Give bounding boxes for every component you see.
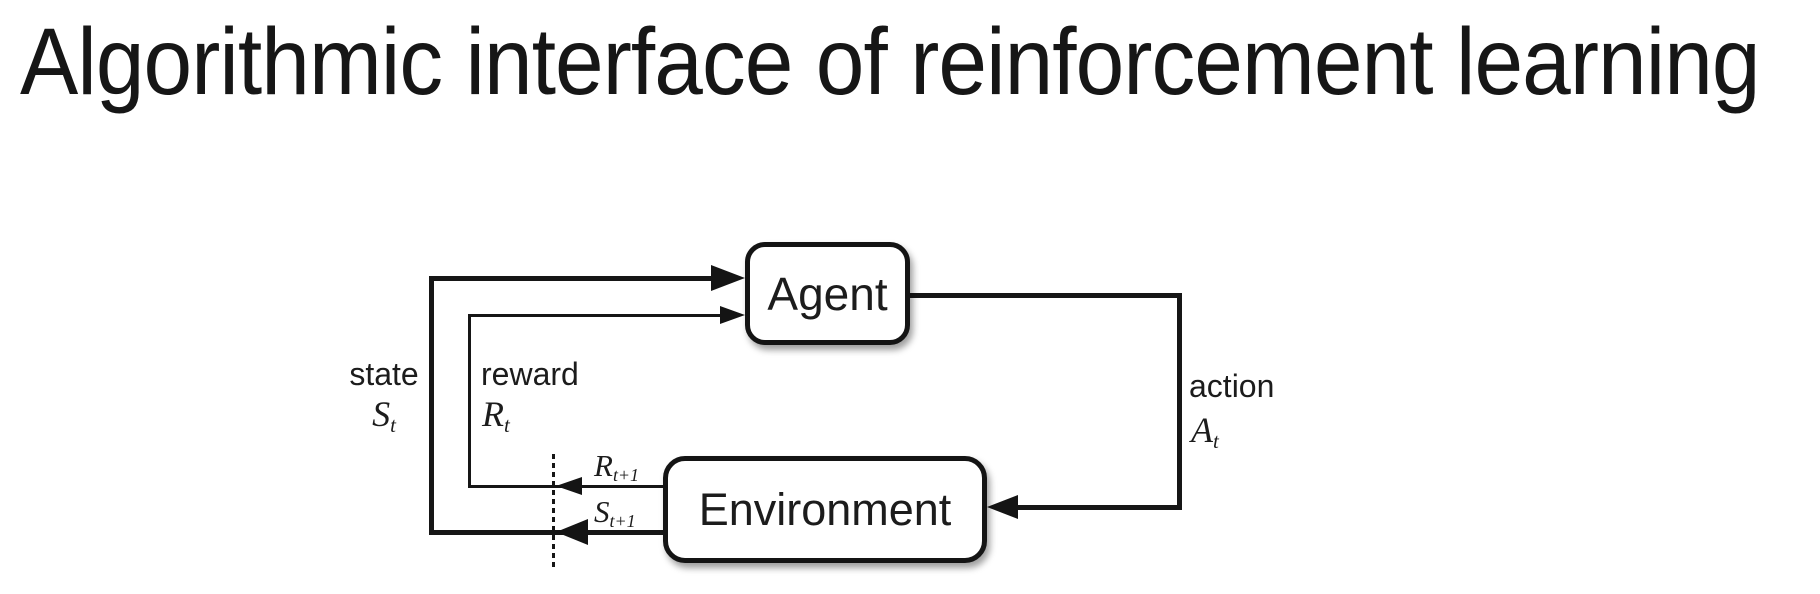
action-line-top — [908, 293, 1182, 298]
environment-box-label: Environment — [698, 483, 952, 535]
state-symbol-base: S — [372, 394, 391, 434]
reward-symbol-subscript: t — [504, 412, 510, 437]
action-symbol: At — [1191, 412, 1219, 452]
state-line-vertical — [429, 276, 434, 535]
state-word-label: state — [349, 356, 419, 392]
next-reward-symbol-subscript: t+1 — [612, 465, 640, 486]
action-arrowhead-into-environment-icon — [987, 495, 1018, 519]
action-line-vertical — [1177, 293, 1182, 510]
reward-symbol: Rt — [482, 396, 510, 436]
next-reward-symbol-base: R — [594, 448, 613, 483]
reward-arrowhead-into-agent-icon — [720, 306, 745, 324]
action-symbol-subscript: t — [1213, 428, 1219, 453]
action-symbol-base: A — [1191, 410, 1213, 450]
action-line-bottom — [1008, 505, 1182, 510]
next-state-symbol-subscript: t+1 — [609, 511, 636, 532]
next-state-symbol-base: S — [594, 494, 610, 529]
next-state-line — [429, 530, 665, 535]
reward-line-vertical — [468, 314, 471, 487]
state-symbol-subscript: t — [390, 412, 396, 437]
state-line-top — [429, 276, 713, 281]
agent-box: Agent — [745, 242, 910, 345]
next-state-arrowhead-icon — [556, 519, 588, 545]
state-symbol: St — [334, 396, 434, 436]
time-step-divider — [552, 454, 555, 568]
agent-box-label: Agent — [767, 267, 888, 320]
page-title: Algorithmic interface of reinforcement l… — [20, 15, 1820, 110]
action-word-label: action — [1189, 368, 1275, 404]
reward-word-label: reward — [481, 356, 579, 392]
environment-box: Environment — [663, 456, 987, 563]
state-arrowhead-into-agent-icon — [711, 265, 745, 291]
next-reward-arrowhead-icon — [556, 477, 582, 495]
reward-symbol-base: R — [482, 394, 504, 434]
page-title-text: Algorithmic interface of reinforcement l… — [20, 9, 1761, 115]
next-reward-symbol: Rt+1 — [594, 450, 639, 484]
reward-line-top — [468, 314, 720, 317]
next-state-symbol: St+1 — [594, 496, 636, 530]
